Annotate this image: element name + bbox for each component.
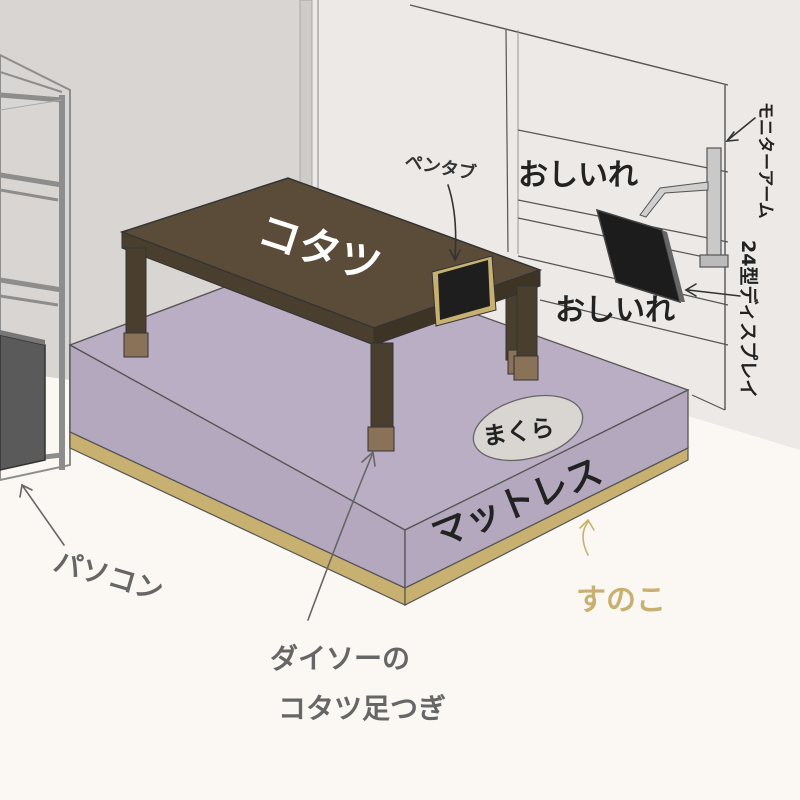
sunoko-arrow xyxy=(582,521,589,556)
monitor-icon xyxy=(595,208,685,304)
pentab-arrow xyxy=(447,184,457,259)
display-arrow xyxy=(687,289,741,297)
label-oshiire-top: おしいれ xyxy=(518,158,638,193)
label-display: 24型ディスプレイ xyxy=(737,240,760,398)
arm-arrow xyxy=(727,117,756,141)
label-daiso-line1: ダイソーの xyxy=(270,642,410,675)
daiso-arrow xyxy=(307,454,373,621)
pillow xyxy=(472,394,584,462)
label-monitor-arm: モニターアーム xyxy=(755,102,775,219)
pen-tablet xyxy=(431,255,497,327)
label-sunoko: すのこ xyxy=(576,583,666,618)
desktop-pc-icon xyxy=(0,330,46,471)
label-oshiire-bottom: おしいれ xyxy=(555,293,675,328)
pc-arrow xyxy=(21,484,65,546)
label-daiso-line2: コタツ足つぎ xyxy=(278,692,446,725)
monitor-arm-icon xyxy=(639,147,729,268)
